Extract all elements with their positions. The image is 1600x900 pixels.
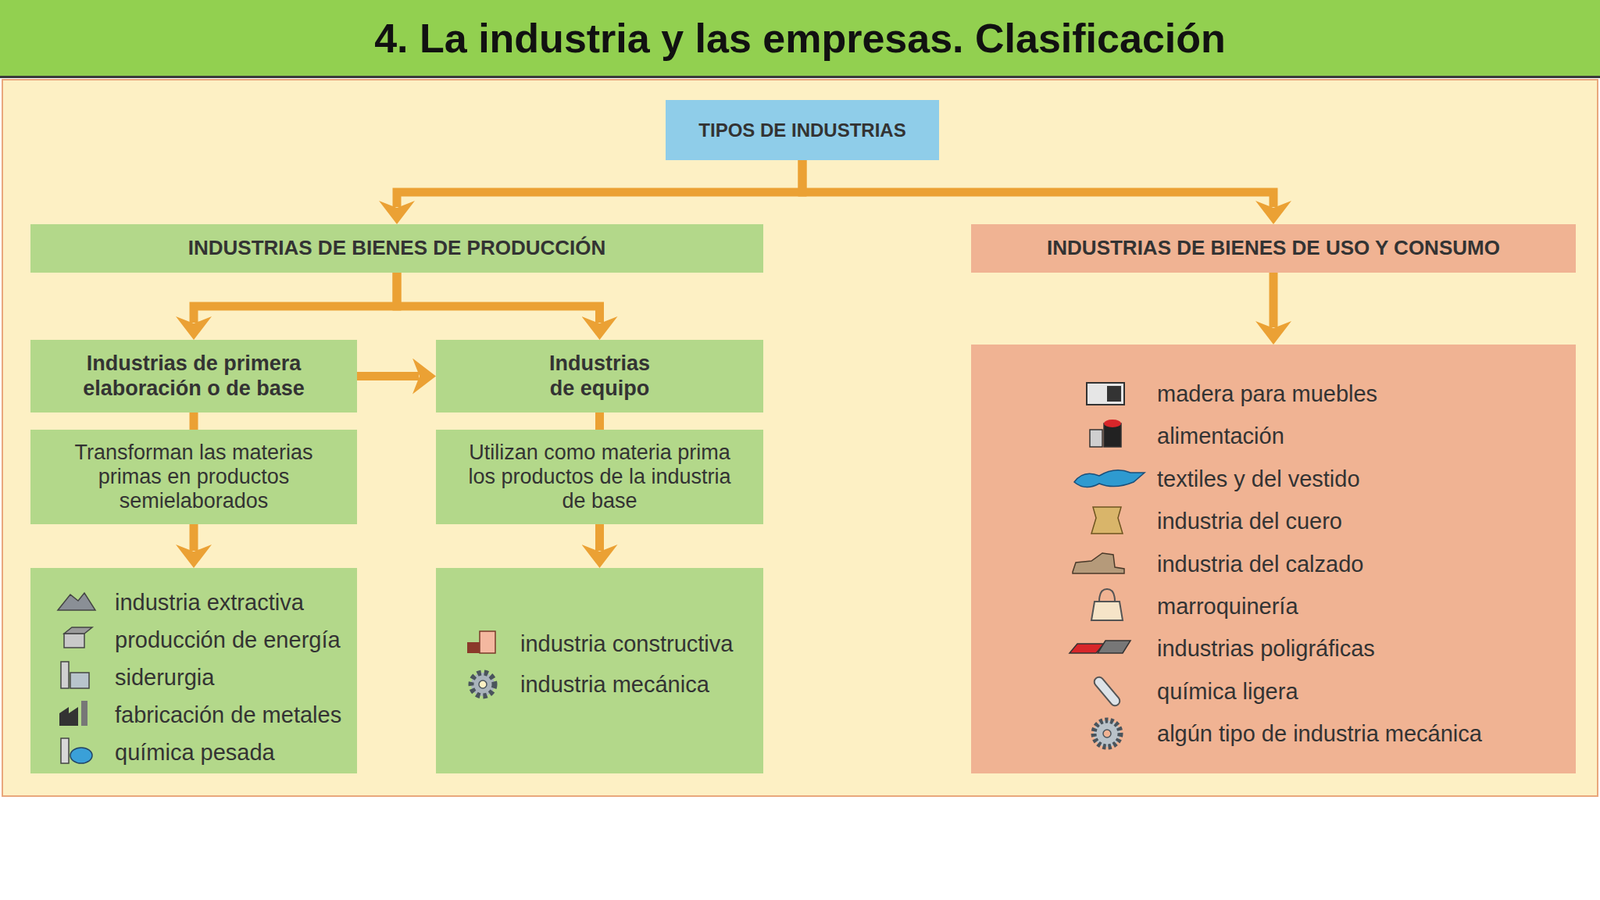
- type-box: Industrias de equipo: [435, 339, 764, 413]
- icon-part: [1091, 601, 1123, 621]
- icon-part: [70, 672, 90, 689]
- connector-arrow: [595, 524, 604, 551]
- icon-part: [64, 627, 93, 634]
- connector-arrow: [189, 524, 199, 551]
- box-label: Industrias de equipo: [537, 351, 663, 400]
- icon-part: [81, 700, 88, 726]
- list-item: química ligera: [1157, 670, 1576, 713]
- category-box: INDUSTRIAS DE BIENES DE USO Y CONSUMO: [971, 224, 1576, 273]
- list-item: industria constructiva: [520, 623, 764, 665]
- box-label: TIPOS DE INDUSTRIAS: [698, 119, 906, 142]
- list-item: algún tipo de industria mecánica: [1157, 712, 1576, 755]
- print-icon: [1069, 640, 1131, 654]
- icon-part: [1074, 470, 1145, 488]
- icon-part: [70, 747, 93, 764]
- connector-arrow: [802, 160, 1274, 208]
- title-band: 4. La industria y las empresas. Clasific…: [0, 0, 1600, 79]
- leather-icon: [1091, 507, 1123, 534]
- box-label: Utilizan como materia prima los producto…: [463, 440, 737, 514]
- box-label: Industrias de primera elaboración o de b…: [76, 351, 311, 400]
- icon-part: [479, 631, 496, 654]
- list-item: fabricación de metales: [114, 696, 358, 734]
- list-item: marroquinería: [1157, 585, 1576, 628]
- icon-part: [471, 672, 495, 697]
- food-icon: [1089, 419, 1122, 447]
- list-item: química pesada: [114, 733, 358, 772]
- bag-icon: [1091, 589, 1123, 621]
- connector-arrow: [595, 412, 604, 430]
- list-item: industria del calzado: [1157, 542, 1576, 586]
- list-item: industria extractiva: [114, 583, 358, 622]
- list-item: producción de energía: [114, 621, 358, 659]
- connector-arrow: [193, 272, 397, 323]
- icon-part: [64, 633, 85, 648]
- box-label: INDUSTRIAS DE BIENES DE USO Y CONSUMO: [1046, 236, 1500, 261]
- box-label: Transforman las materias primas en produ…: [64, 440, 323, 514]
- root-box: TIPOS DE INDUSTRIAS: [665, 100, 940, 161]
- description-box: Utilizan como materia prima los producto…: [435, 429, 764, 525]
- icon-part: [1103, 423, 1122, 447]
- list-item: madera para muebles: [1157, 372, 1576, 415]
- icon-part: [59, 707, 79, 726]
- icon-part: [57, 592, 96, 611]
- icon-part: [1103, 729, 1111, 738]
- connector-arrow: [1269, 272, 1279, 328]
- icon-part: [467, 642, 480, 654]
- icon-part: [1091, 507, 1123, 534]
- slide-title: 4. La industria y las empresas. Clasific…: [374, 14, 1226, 62]
- box-label: INDUSTRIAS DE BIENES DE PRODUCCIÓN: [188, 236, 607, 261]
- list-item: industria del cuero: [1157, 500, 1576, 543]
- mountain-icon: [57, 592, 96, 611]
- furniture-icon: [1086, 382, 1125, 405]
- saw-blade-icon: [1093, 720, 1121, 747]
- list-box: industria extractivaproducción de energí…: [30, 567, 358, 774]
- list-item: alimentación: [1157, 414, 1576, 458]
- icon-part: [1099, 589, 1115, 602]
- description-box: Transforman las materias primas en produ…: [30, 429, 358, 525]
- construction-icon: [467, 631, 496, 654]
- chemical-icon: [60, 738, 93, 764]
- icon-part: [1092, 675, 1122, 708]
- connector-arrow: [396, 160, 803, 208]
- connector-arrow: [357, 371, 419, 381]
- icon-part: [1089, 429, 1103, 447]
- list-item: industrias poligráficas: [1157, 627, 1576, 670]
- energy-icon: [64, 627, 93, 648]
- factory-icon: [59, 700, 88, 726]
- icon-part: [1086, 382, 1125, 405]
- icon-part: [1072, 553, 1125, 574]
- type-box: Industrias de primera elaboración o de b…: [30, 339, 358, 413]
- connector-arrow: [396, 272, 600, 323]
- icon-part: [1093, 720, 1121, 747]
- list-box: madera para mueblesalimentacióntextiles …: [971, 344, 1576, 774]
- gear-icon: [471, 672, 495, 697]
- list-item: siderurgia: [114, 658, 358, 697]
- icon-part: [1097, 640, 1131, 654]
- icon-part: [60, 738, 69, 764]
- list-item: industria mecánica: [520, 664, 764, 705]
- test-tube-icon: [1092, 675, 1122, 708]
- list-item: textiles y del vestido: [1157, 457, 1576, 500]
- category-box: INDUSTRIAS DE BIENES DE PRODUCCIÓN: [30, 224, 764, 273]
- icon-part: [60, 661, 69, 689]
- connector-arrow: [189, 412, 199, 430]
- icon-part: [1107, 385, 1122, 402]
- steel-icon: [60, 661, 90, 689]
- shoe-icon: [1072, 553, 1125, 574]
- icon-part: [478, 680, 487, 689]
- icon-part: [1103, 419, 1122, 428]
- list-box: industria constructivaindustria mecánica: [435, 567, 764, 774]
- icon-part: [1069, 643, 1104, 654]
- textile-icon: [1074, 470, 1145, 488]
